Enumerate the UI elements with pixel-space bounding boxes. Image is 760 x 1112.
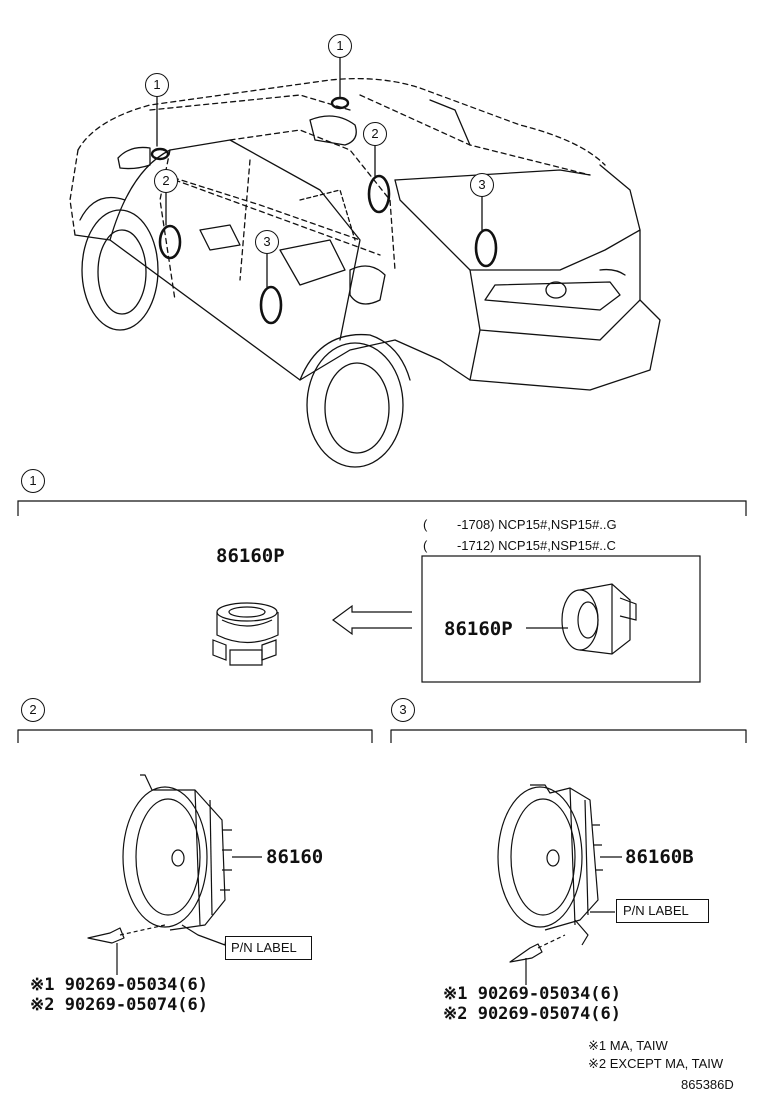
applicability-note-1: ( -1708) NCP15#,NSP15#..G	[423, 517, 617, 532]
screw-part-2-section-2: ※2 90269-05074(6)	[30, 995, 209, 1015]
callout-3-rear: 3	[470, 173, 494, 197]
screw-part-1-section-2: ※1 90269-05034(6)	[30, 975, 209, 995]
pn-label-tag-2: P/N LABEL	[225, 936, 312, 960]
part-number-86160P-current: 86160P	[216, 545, 285, 567]
callout-2-rear: 2	[363, 122, 387, 146]
callout-1-front: 1	[145, 73, 169, 97]
section-3-number: 3	[391, 698, 415, 722]
callout-1-rear: 1	[328, 34, 352, 58]
pn-label-text-2: P/N LABEL	[231, 940, 297, 955]
screw-part-1-section-3: ※1 90269-05034(6)	[443, 984, 622, 1004]
part-number-86160: 86160	[266, 846, 324, 868]
section-2-number: 2	[21, 698, 45, 722]
figure-id: 865386D	[681, 1077, 734, 1092]
pn-label-tag-3: P/N LABEL	[616, 899, 709, 923]
callout-2-front: 2	[154, 169, 178, 193]
section-1-number: 1	[21, 469, 45, 493]
screw-part-2-section-3: ※2 90269-05074(6)	[443, 1004, 622, 1024]
pn-label-text-3: P/N LABEL	[623, 903, 689, 918]
part-number-86160P-old: 86160P	[444, 618, 513, 640]
footnote-1: ※1 MA, TAIW	[588, 1038, 668, 1053]
vehicle-speaker-location-drawing	[69, 57, 661, 468]
callout-3-front: 3	[255, 230, 279, 254]
footnote-2: ※2 EXCEPT MA, TAIW	[588, 1056, 724, 1071]
applicability-note-2: ( -1712) NCP15#,NSP15#..C	[423, 538, 616, 553]
part-number-86160B: 86160B	[625, 846, 694, 868]
